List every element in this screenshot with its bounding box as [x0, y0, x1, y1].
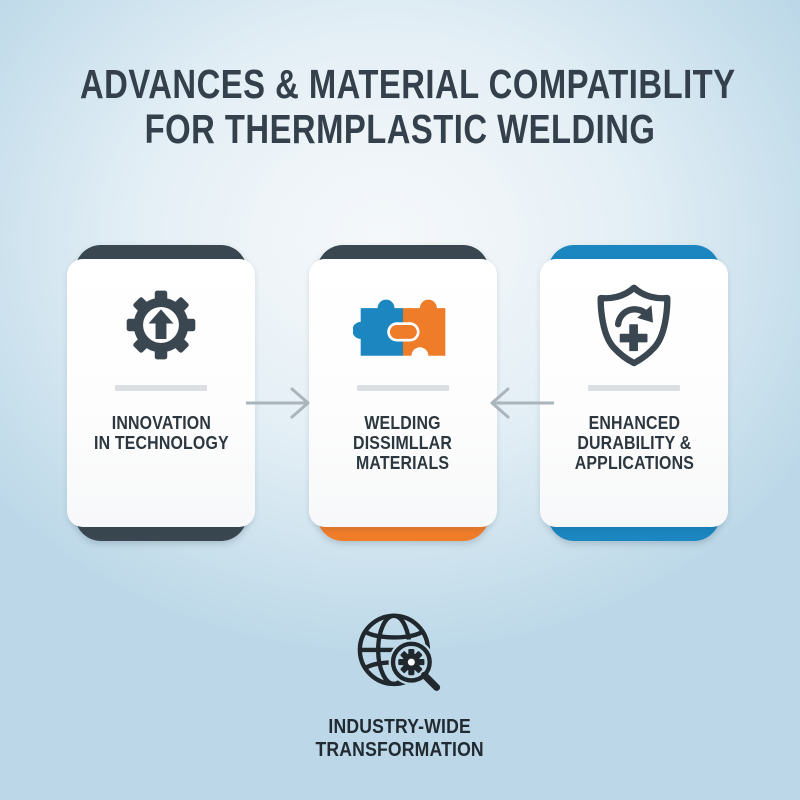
- arrow-right-to-center-icon: [484, 385, 556, 421]
- gear-up-arrow-icon: [122, 283, 200, 367]
- footer-label: INDUSTRY-WIDE TRANSFORMATION: [315, 716, 485, 761]
- card-welding-dissimilar-materials[interactable]: WELDING DISSIMLLAR MATERIALS: [309, 245, 497, 541]
- card-inner-panel: ENHANCED DURABILITY & APPLICATIONS: [540, 259, 728, 527]
- card-enhanced-durability-applications[interactable]: ENHANCED DURABILITY & APPLICATIONS: [540, 245, 728, 541]
- puzzle-pieces-icon: [353, 283, 453, 367]
- cards-row: INNOVATION IN TECHNOLOGY: [0, 245, 800, 545]
- globe-magnifier-gear-icon: [352, 608, 448, 704]
- card-label: INNOVATION IN TECHNOLOGY: [93, 412, 229, 453]
- card-label: ENHANCED DURABILITY & APPLICATIONS: [574, 412, 694, 473]
- footer-block: INDUSTRY-WIDE TRANSFORMATION: [0, 608, 800, 762]
- page-title-line-2: FOR THERMPLASTIC WELDING: [144, 106, 656, 152]
- card-innovation-in-technology[interactable]: INNOVATION IN TECHNOLOGY: [67, 245, 255, 541]
- page-title: ADVANCES & MATERIAL COMPATIBLITY FOR THE…: [0, 62, 800, 152]
- card-inner-panel: WELDING DISSIMLLAR MATERIALS: [309, 259, 497, 527]
- arrow-left-to-center-icon: [244, 385, 316, 421]
- card-divider: [357, 385, 449, 391]
- card-divider: [588, 385, 680, 391]
- card-label: WELDING DISSIMLLAR MATERIALS: [353, 412, 453, 473]
- card-inner-panel: INNOVATION IN TECHNOLOGY: [67, 259, 255, 527]
- card-divider: [115, 385, 207, 391]
- shield-plus-refresh-icon: [594, 283, 674, 367]
- page-title-line-1: ADVANCES & MATERIAL COMPATIBLITY: [80, 61, 736, 107]
